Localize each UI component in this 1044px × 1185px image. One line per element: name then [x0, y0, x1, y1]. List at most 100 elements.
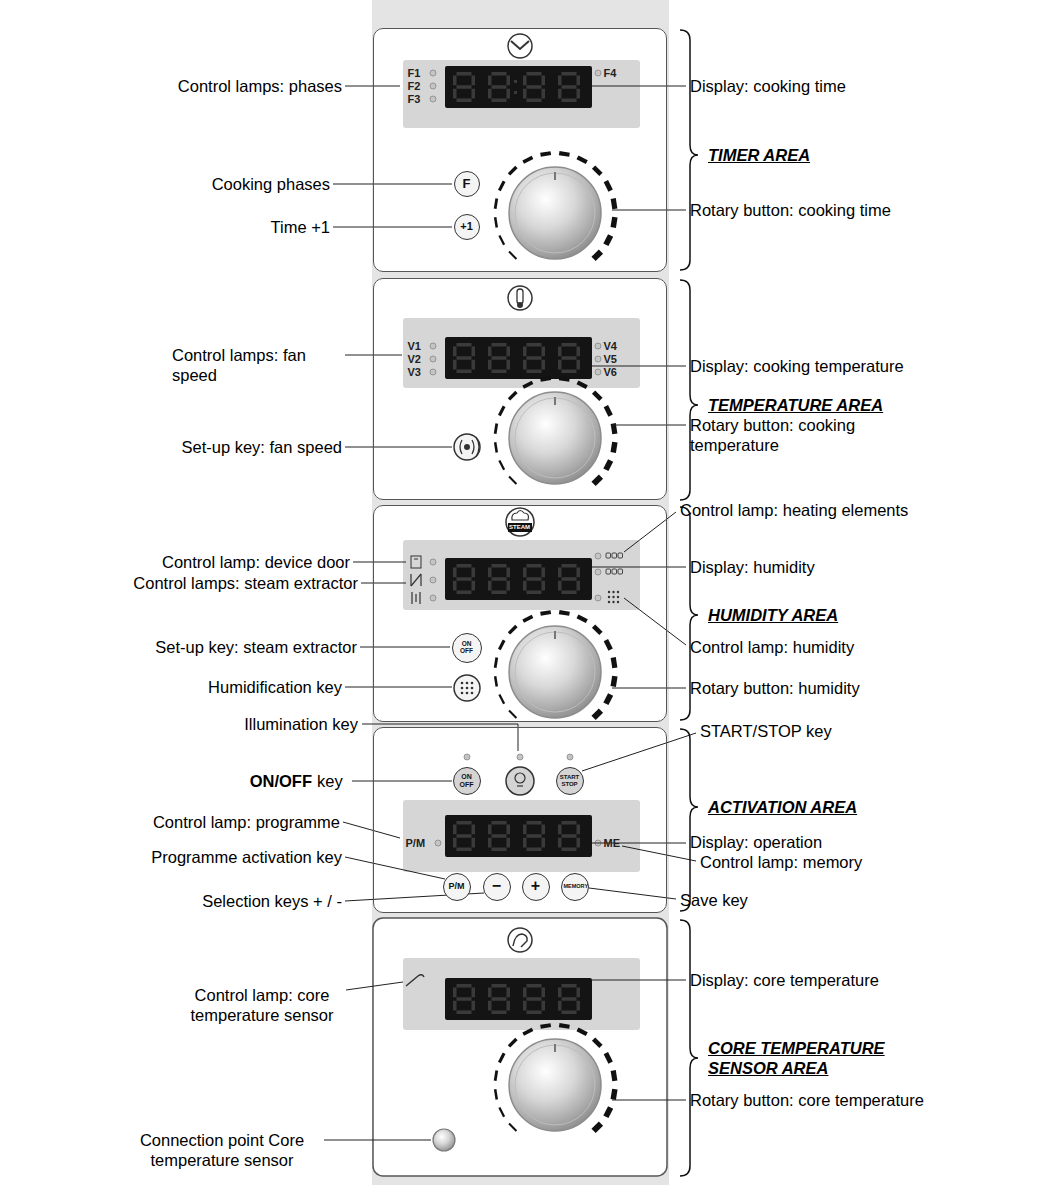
area-brace [680, 280, 698, 500]
panel-area: V1V2V3V4V5V6 [373, 278, 667, 500]
segment [472, 347, 476, 357]
segment [492, 343, 507, 347]
knob-scale [606, 1053, 611, 1062]
segment [492, 564, 507, 568]
lamp-label: V3 [408, 366, 421, 378]
door-symbol [411, 556, 421, 568]
segment [457, 356, 472, 360]
leader-line [361, 583, 406, 584]
control-lamp [595, 356, 601, 362]
lamp-label: V5 [604, 353, 617, 365]
callout-label: Control lamp: programme [153, 812, 340, 832]
segment [562, 99, 577, 103]
panel-strip [372, 0, 669, 1185]
heating-symbol [606, 553, 611, 558]
knob-scale [509, 1124, 516, 1131]
segment [472, 1001, 476, 1011]
lamp-label: F3 [408, 93, 421, 105]
segment [457, 370, 472, 374]
segment [488, 568, 492, 578]
segment [523, 76, 527, 86]
segment [492, 72, 507, 76]
segment [542, 568, 546, 578]
humidity-symbol [617, 596, 619, 598]
knob-scale [613, 198, 615, 208]
segment [562, 72, 577, 76]
segment [527, 564, 542, 568]
segment [542, 838, 546, 848]
segment [577, 347, 581, 357]
control-lamp [430, 356, 436, 362]
segment [577, 89, 581, 99]
segment [453, 568, 457, 578]
rotary-knob [509, 1039, 601, 1131]
segment [523, 1001, 527, 1011]
fan-key [454, 434, 480, 460]
area-brace [680, 30, 698, 270]
steam-icon [512, 511, 529, 521]
bulb-symbol [515, 773, 525, 783]
segment [492, 370, 507, 374]
knob-scale [559, 612, 569, 614]
seven-segment-display [445, 337, 592, 379]
callout-label: Rotary button: humidity [690, 678, 860, 698]
knob-scale [509, 392, 516, 399]
segment [472, 825, 476, 835]
knob-scale [577, 1029, 586, 1034]
segment [562, 997, 577, 1001]
callout-label: Control lamps: phases [178, 76, 342, 96]
knob-scale [495, 676, 497, 686]
knob-scale [594, 477, 601, 484]
segment [542, 360, 546, 370]
knob-scale [495, 1089, 497, 1099]
segment [562, 564, 577, 568]
segment [507, 1001, 511, 1011]
knob-scale [606, 640, 611, 649]
callout-label: Control lamp: core temperature sensor [177, 985, 347, 1025]
knob-scale [495, 217, 497, 227]
humidity-symbol [471, 692, 474, 695]
key-text: START STOP [559, 774, 581, 787]
segment [523, 988, 527, 998]
key-text: P/M [448, 882, 464, 891]
callout-label: Humidification key [208, 677, 342, 697]
humidity-symbol [617, 601, 619, 603]
knob-scale [540, 153, 550, 155]
knob-scale [495, 1070, 497, 1080]
callout-label: key [317, 771, 343, 791]
humidification-key [454, 675, 480, 701]
panel-area: P/MMEON OFFSTART STOPP/M−+MEMORY [373, 727, 667, 913]
callout-label: Rotary button: cooking temperature [690, 415, 890, 455]
segment [507, 89, 511, 99]
segment [542, 988, 546, 998]
panel-face [373, 918, 667, 1176]
segment [457, 564, 472, 568]
segment [562, 984, 577, 988]
control-lamp [430, 96, 436, 102]
segment [558, 568, 562, 578]
area-heading: TEMPERATURE AREA [708, 395, 883, 415]
segment [558, 360, 562, 370]
leader-line [592, 86, 686, 87]
callout-label: Display: operation [690, 832, 822, 852]
colon-dot [514, 91, 517, 94]
callout-label: Display: core temperature [690, 970, 879, 990]
segment [492, 997, 507, 1001]
segment [527, 848, 542, 852]
segment [527, 821, 542, 825]
humidity-symbol [612, 591, 614, 593]
humidity-symbol [612, 596, 614, 598]
humidity-symbol [617, 591, 619, 593]
heating-symbol [612, 553, 617, 558]
segment [577, 825, 581, 835]
segment [492, 85, 507, 89]
knob-scale [606, 181, 611, 190]
segment [492, 1011, 507, 1015]
lamp-label: ME [604, 837, 621, 849]
rotary-knob [509, 626, 601, 718]
control-lamp [430, 343, 436, 349]
knob-scale [499, 406, 504, 415]
control-lamp [430, 595, 436, 601]
knob-scale [594, 167, 601, 174]
